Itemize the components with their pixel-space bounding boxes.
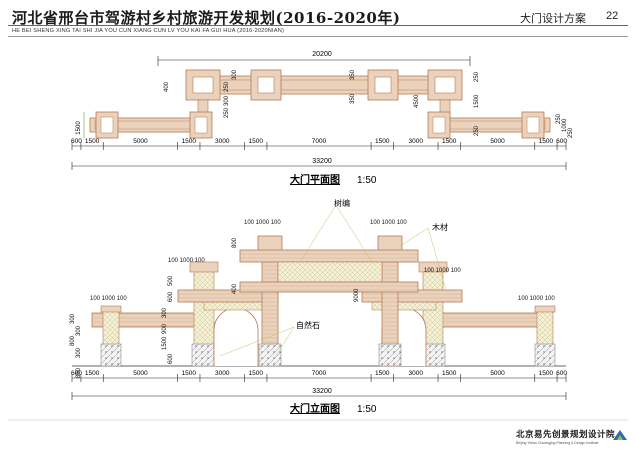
plan-dim-label: 1500 xyxy=(85,138,100,145)
plan-dim-label: 5000 xyxy=(490,138,505,145)
elev-top-beam xyxy=(239,249,419,263)
svg-text:1500: 1500 xyxy=(162,336,168,350)
header-rule xyxy=(8,25,628,26)
svg-text:300: 300 xyxy=(162,307,168,318)
svg-text:250: 250 xyxy=(568,127,574,138)
elev-dim-label: 7000 xyxy=(312,370,327,377)
svg-text:100 1000 100: 100 1000 100 xyxy=(90,296,127,302)
plan-dim-label: 1500 xyxy=(182,138,197,145)
plan-dim-label: 7000 xyxy=(312,138,327,145)
svg-text:800: 800 xyxy=(232,237,238,248)
plan-dim-left: 1500 xyxy=(76,121,82,135)
plan-dim-top: 20200 xyxy=(312,51,332,58)
svg-text:500: 500 xyxy=(168,275,174,286)
svg-text:250: 250 xyxy=(224,107,230,118)
plan-dim-label: 600 xyxy=(71,138,82,145)
label-weave: 树编 xyxy=(334,198,350,208)
institute-name-en: Beijing Yixian Chuangjing Planning & Des… xyxy=(516,441,599,445)
plan-scale: 1:50 xyxy=(357,175,377,186)
woven-panel xyxy=(277,261,383,283)
svg-text:100 1000 100: 100 1000 100 xyxy=(518,296,555,302)
svg-text:9000: 9000 xyxy=(354,288,360,302)
svg-text:300: 300 xyxy=(76,325,82,336)
elevation-caption: 大门立面图 xyxy=(290,402,340,415)
elev-dim-label: 3000 xyxy=(408,370,423,377)
plan-dim-label: 3000 xyxy=(215,138,230,145)
svg-text:250: 250 xyxy=(224,81,230,92)
elev-dim-label: 600 xyxy=(71,370,82,377)
elev-vertical-dims: 800 400 500 600 300 900 1500 600 300 800… xyxy=(70,237,360,378)
page-number: 22 xyxy=(606,10,619,22)
plan-dim-label: 1500 xyxy=(249,138,264,145)
elev-small-dims: 100 1000 100 100 1000 100 100 1000 100 1… xyxy=(90,220,555,302)
svg-text:100 1000 100: 100 1000 100 xyxy=(424,268,461,274)
arch-left xyxy=(213,307,259,366)
elev-dim-label: 1500 xyxy=(182,370,197,377)
svg-text:800: 800 xyxy=(76,367,82,378)
svg-text:600: 600 xyxy=(168,353,174,364)
svg-text:900: 900 xyxy=(162,323,168,334)
svg-text:300: 300 xyxy=(76,347,82,358)
plan-dim-label: 5000 xyxy=(133,138,148,145)
elev-dim-label: 1500 xyxy=(85,370,100,377)
elev-dim-label: 1500 xyxy=(375,370,390,377)
elev-side-beam-right xyxy=(435,312,547,328)
elev-dim-label: 5000 xyxy=(133,370,148,377)
elev-dim-label: 600 xyxy=(556,370,567,377)
svg-text:600: 600 xyxy=(168,291,174,302)
plan-dim-label: 3000 xyxy=(408,138,423,145)
svg-text:800: 800 xyxy=(70,335,76,346)
institute-name: 北京易先创景规划设计院 xyxy=(516,430,616,440)
plan-view: 20200 1500 300 xyxy=(71,51,574,186)
elev-dim-label: 1500 xyxy=(442,370,457,377)
elev-dim-overall: 33200 xyxy=(312,388,332,395)
plan-dim-label: 1500 xyxy=(442,138,457,145)
svg-text:300: 300 xyxy=(232,69,238,80)
elevation-scale: 1:50 xyxy=(357,404,377,415)
plan-dim-overall: 33200 xyxy=(312,158,332,165)
plan-dim-label: 1500 xyxy=(375,138,390,145)
svg-text:100 1000 100: 100 1000 100 xyxy=(168,258,205,264)
label-stone: 自然石 xyxy=(296,320,320,330)
svg-text:100 1000 100: 100 1000 100 xyxy=(244,220,281,226)
svg-text:250: 250 xyxy=(556,113,562,124)
plan-caption: 大门平面图 xyxy=(290,173,340,186)
svg-text:250: 250 xyxy=(474,71,480,82)
elev-dim-label: 5000 xyxy=(490,370,505,377)
document-title: 河北省邢台市驾游村乡村旅游开发规划(2016-2020年) xyxy=(12,9,401,27)
plan-dim-label: 600 xyxy=(556,138,567,145)
elevation-view: 树编 木材 自然石 100 1000 100 100 1000 100 100 … xyxy=(70,198,567,415)
svg-text:400: 400 xyxy=(232,283,238,294)
elev-dim-label: 1500 xyxy=(539,370,554,377)
svg-text:250: 250 xyxy=(474,125,480,136)
svg-text:1000: 1000 xyxy=(562,118,568,132)
svg-text:300: 300 xyxy=(70,313,76,324)
section-title: 大门设计方案 xyxy=(520,13,586,25)
elev-dim-label: 1500 xyxy=(249,370,264,377)
svg-text:1500: 1500 xyxy=(474,94,480,108)
document-title-pinyin: HE BEI SHENG XING TAI SHI JIA YOU CUN XI… xyxy=(12,28,285,34)
svg-text:4500: 4500 xyxy=(414,94,420,108)
plan-inner-dims: 300 400 250 300 250 350 350 4500 250 150… xyxy=(164,69,574,138)
institute-logo-icon xyxy=(613,430,627,440)
plan-dim-label: 1500 xyxy=(539,138,554,145)
svg-text:300: 300 xyxy=(224,95,230,106)
page-header: 河北省邢台市驾游村乡村旅游开发规划(2016-2020年) HE BEI SHE… xyxy=(0,0,636,42)
svg-text:100 1000 100: 100 1000 100 xyxy=(370,220,407,226)
header-rule-lower xyxy=(8,36,628,37)
svg-text:350: 350 xyxy=(350,69,356,80)
label-wood: 木材 xyxy=(432,222,448,232)
svg-text:350: 350 xyxy=(350,93,356,104)
svg-text:400: 400 xyxy=(164,81,170,92)
elev-dim-label: 3000 xyxy=(215,370,230,377)
